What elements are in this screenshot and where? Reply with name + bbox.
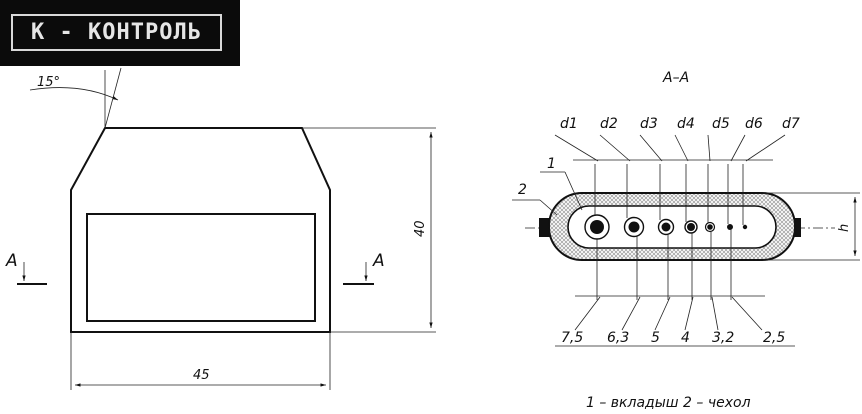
label-d7: d7 [782,116,800,132]
front-outline [70,127,331,333]
hole-d2-core [628,221,640,233]
label-d3: d3 [640,116,658,132]
section-view: А–А [512,70,860,347]
hole-d4-core [687,223,695,231]
top-extension-lines [554,134,786,225]
callout-1: 1 [547,156,556,172]
company-logo: К - КОНТРОЛЬ [0,0,240,66]
h-label: h [837,224,852,232]
section-title: А–А [662,70,689,86]
front-view: 15° 40 45 А А [5,67,436,390]
front-window [86,213,316,322]
label-7-5: 7,5 [561,330,583,346]
callout-2: 2 [518,182,527,198]
section-marker-left: А [5,251,18,271]
label-d2: d2 [600,116,618,132]
height-label: 40 [413,220,428,237]
label-d1: d1 [560,116,578,132]
section-marker-right: А [372,251,385,271]
label-d4: d4 [677,116,695,132]
hole-d6 [727,224,733,230]
label-2-5: 2,5 [763,330,785,346]
label-6-3: 6,3 [607,330,629,346]
angle-arc [29,87,119,101]
callout-2-leader [539,199,558,216]
angle-label: 15° [37,75,60,90]
hole-d7 [742,224,748,230]
bottom-extension-lines [555,230,795,347]
label-4: 4 [681,330,690,346]
logo-frame [11,14,222,51]
hole-d3-core [661,222,671,232]
legend: 1 – вкладыш 2 – чехол [586,395,751,411]
label-3-2: 3,2 [712,330,734,346]
label-d6: d6 [745,116,763,132]
logo-text: К - КОНТРОЛЬ [31,20,202,45]
label-d5: d5 [712,116,730,132]
hole-d5-core [707,224,713,230]
label-5: 5 [651,330,660,346]
hole-d1-core [590,220,604,234]
holes [584,214,748,240]
width-label: 45 [193,368,210,383]
callout-1-leader [564,171,583,211]
